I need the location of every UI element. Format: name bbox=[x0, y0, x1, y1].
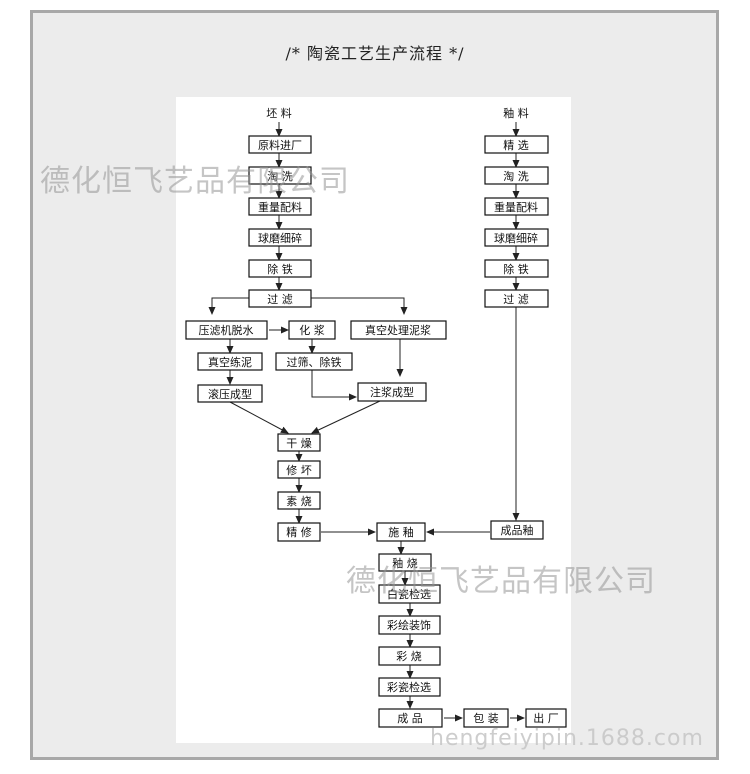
node-color-fire: 彩 烧 bbox=[378, 646, 441, 666]
svg-text:彩瓷检选: 彩瓷检选 bbox=[387, 680, 431, 694]
node-g-wash: 淘 洗 bbox=[484, 166, 549, 185]
node-g-weigh: 重量配料 bbox=[484, 197, 549, 216]
edge-filter-press bbox=[208, 297, 249, 315]
svg-text:成 品: 成 品 bbox=[397, 712, 423, 725]
node-ship: 出 厂 bbox=[525, 708, 567, 728]
page-title: /* 陶瓷工艺生产流程 */ bbox=[285, 44, 465, 63]
node-g-product: 成品釉 bbox=[490, 520, 544, 540]
node-weigh: 重量配料 bbox=[248, 197, 312, 216]
column-header-glaze: 釉 料 bbox=[503, 106, 529, 120]
svg-text:重量配料: 重量配料 bbox=[258, 200, 302, 214]
edge-sieve-casting bbox=[311, 370, 357, 401]
svg-text:原料进厂: 原料进厂 bbox=[258, 138, 302, 152]
node-glaze-fire: 釉 烧 bbox=[378, 553, 432, 572]
node-g-deiron: 除 铁 bbox=[484, 259, 549, 278]
node-vacuum-mud: 真空练泥 bbox=[197, 352, 263, 371]
node-press: 压滤机脱水 bbox=[185, 320, 268, 340]
svg-text:除 铁: 除 铁 bbox=[267, 262, 293, 276]
svg-text:压滤机脱水: 压滤机脱水 bbox=[199, 323, 254, 337]
node-refine: 精 修 bbox=[277, 522, 321, 542]
watermark-company-top: 德化恒飞艺品有限公司 bbox=[40, 164, 350, 199]
svg-text:彩 烧: 彩 烧 bbox=[396, 650, 422, 663]
node-g-ballmill: 球磨细碎 bbox=[484, 228, 549, 247]
node-ballmill: 球磨细碎 bbox=[248, 228, 312, 247]
svg-text:淘 洗: 淘 洗 bbox=[503, 170, 529, 183]
svg-text:淘 洗: 淘 洗 bbox=[267, 170, 293, 183]
svg-text:注浆成型: 注浆成型 bbox=[370, 385, 414, 399]
node-bisque: 素 烧 bbox=[277, 491, 321, 510]
svg-text:白瓷检选: 白瓷检选 bbox=[387, 587, 431, 601]
node-raw-in: 原料进厂 bbox=[248, 135, 312, 154]
svg-text:真空练泥: 真空练泥 bbox=[208, 355, 252, 369]
svg-text:过 滤: 过 滤 bbox=[267, 293, 293, 306]
node-decorate: 彩绘装饰 bbox=[378, 615, 441, 635]
svg-text:干 燥: 干 燥 bbox=[286, 437, 312, 450]
svg-text:施 釉: 施 釉 bbox=[388, 525, 414, 539]
node-vacuum-slip: 真空处理泥浆 bbox=[350, 320, 447, 340]
node-trim: 修 坏 bbox=[277, 460, 321, 479]
edge-casting-dry bbox=[311, 400, 381, 434]
svg-text:除 铁: 除 铁 bbox=[503, 262, 529, 276]
node-slurry: 化 浆 bbox=[288, 320, 336, 340]
svg-text:真空处理泥浆: 真空处理泥浆 bbox=[365, 323, 431, 337]
node-sieve: 过筛、除铁 bbox=[275, 352, 353, 371]
edge-roll-dry bbox=[229, 401, 289, 434]
svg-text:成品釉: 成品釉 bbox=[501, 523, 534, 537]
svg-text:修 坏: 修 坏 bbox=[286, 463, 312, 477]
svg-text:过筛、除铁: 过筛、除铁 bbox=[287, 355, 342, 369]
watermark-site: hengfeiyipin.1688.com bbox=[430, 726, 704, 751]
svg-text:滚压成型: 滚压成型 bbox=[208, 387, 252, 401]
edges bbox=[208, 122, 525, 722]
column-header-body: 坯 料 bbox=[266, 106, 292, 120]
svg-text:重量配料: 重量配料 bbox=[494, 200, 538, 214]
node-g-select: 精 选 bbox=[484, 135, 549, 154]
node-finished: 成 品 bbox=[378, 708, 443, 728]
edge-filter-vacuumslip bbox=[309, 297, 408, 315]
node-filter: 过 滤 bbox=[248, 289, 312, 308]
svg-text:釉 烧: 釉 烧 bbox=[392, 556, 418, 570]
node-deiron: 除 铁 bbox=[248, 259, 312, 278]
node-pack: 包 装 bbox=[463, 708, 509, 728]
node-g-filter: 过 滤 bbox=[484, 289, 549, 308]
svg-text:化 浆: 化 浆 bbox=[299, 323, 325, 337]
node-wash: 淘 洗 bbox=[248, 166, 312, 185]
svg-text:出 厂: 出 厂 bbox=[533, 711, 559, 725]
svg-text:包 装: 包 装 bbox=[473, 712, 499, 725]
svg-text:球磨细碎: 球磨细碎 bbox=[494, 231, 538, 245]
svg-text:素 烧: 素 烧 bbox=[286, 495, 312, 508]
node-dry: 干 燥 bbox=[277, 433, 321, 452]
node-color-check: 彩瓷检选 bbox=[378, 677, 441, 697]
node-roll: 滚压成型 bbox=[197, 384, 263, 403]
watermark-company-bottom: 德化恒飞艺品有限公司 bbox=[346, 564, 656, 599]
node-apply: 施 釉 bbox=[376, 522, 426, 542]
svg-text:过 滤: 过 滤 bbox=[503, 293, 529, 306]
svg-text:彩绘装饰: 彩绘装饰 bbox=[387, 618, 431, 632]
svg-text:精 修: 精 修 bbox=[286, 525, 312, 539]
svg-text:精 选: 精 选 bbox=[503, 139, 529, 152]
node-casting: 注浆成型 bbox=[357, 382, 427, 402]
node-white-check: 白瓷检选 bbox=[378, 584, 441, 604]
svg-text:球磨细碎: 球磨细碎 bbox=[258, 231, 302, 245]
